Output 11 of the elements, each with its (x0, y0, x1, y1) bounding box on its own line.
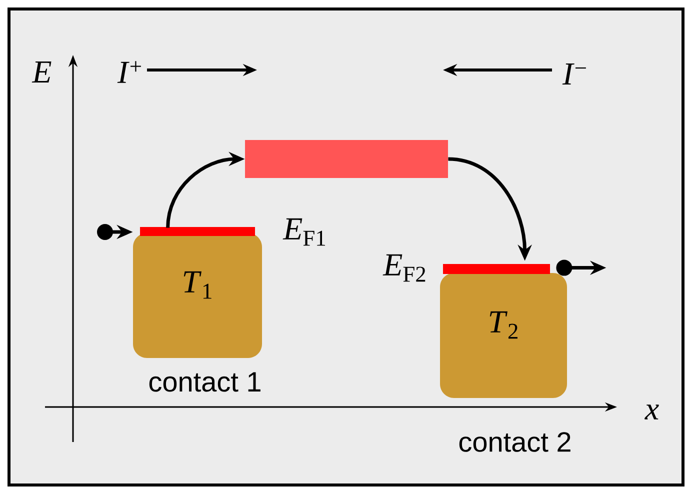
contact-box: T$_{2}$ (440, 272, 567, 398)
current-label: I$^{−}$ (562, 64, 586, 84)
current-label: I$^{+}$ (117, 61, 141, 83)
channel-bar (245, 140, 448, 178)
level-label: E$_{F2}$ (382, 254, 426, 282)
contact-label: contact 2 (459, 432, 570, 452)
axis-label: x (644, 404, 659, 420)
contact-box: T$_{1}$ (133, 232, 262, 358)
contact-label: contact 1 (149, 372, 260, 392)
axis-label: E (32, 62, 52, 82)
level-label: E$_{F1}$ (282, 218, 325, 246)
